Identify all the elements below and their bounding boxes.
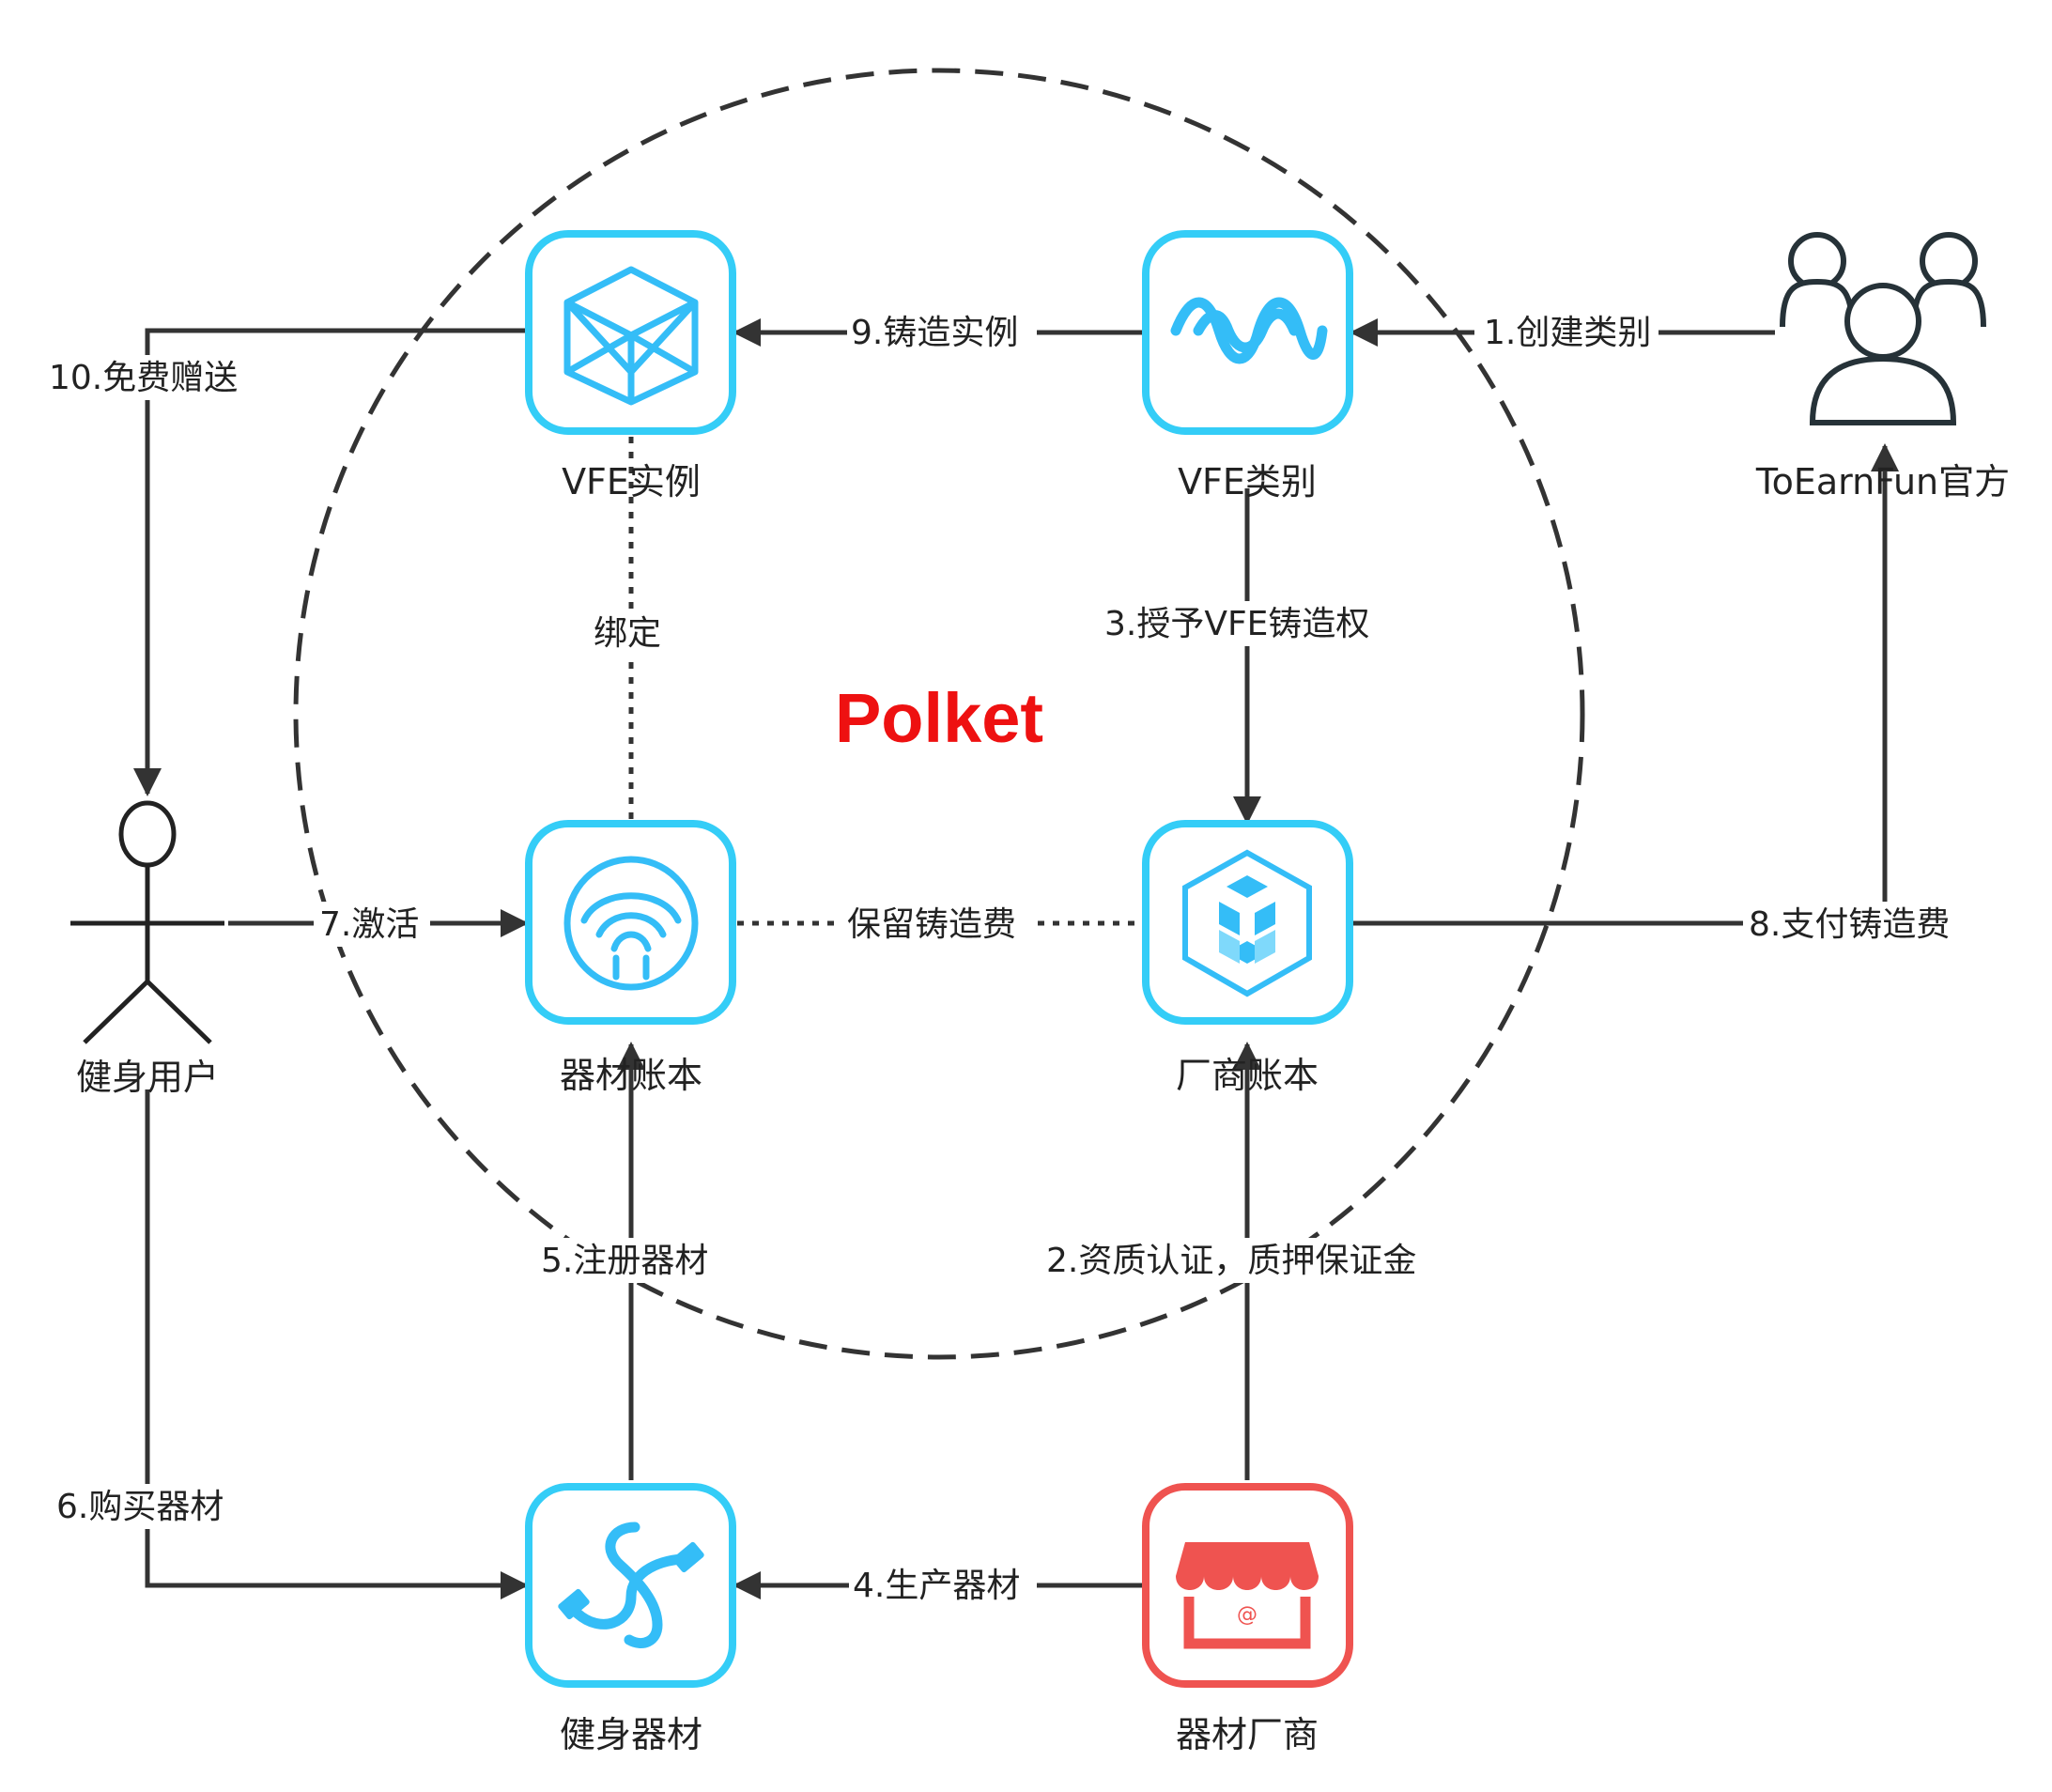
store-icon: @ <box>1176 1542 1319 1649</box>
caption-vfe-category: VFE类别 <box>1178 461 1317 502</box>
stick-figure-icon <box>70 800 224 1044</box>
wave-icon <box>1170 297 1328 364</box>
caption-vfe-instance: VFE实例 <box>562 461 701 502</box>
cable-icon <box>558 1522 704 1648</box>
caption-fitness-user: 健身用户 <box>76 1057 219 1098</box>
edge-pay-mint-fee <box>1352 443 1899 926</box>
polket-boundary <box>293 68 1585 1360</box>
caption-vendor-ledger: 厂商账本 <box>1176 1055 1319 1096</box>
node-fitness-user[interactable] <box>70 800 224 1044</box>
label-e7: 7.激活 <box>319 905 419 944</box>
label-e9: 9.铸造实例 <box>851 314 1018 352</box>
edge-buy-equipment <box>145 1089 529 1599</box>
node-equipment-ledger[interactable] <box>525 820 736 1025</box>
label-e10: 10.免费赠送 <box>49 359 238 397</box>
edges <box>133 318 1899 1599</box>
user-group-icon <box>1780 232 1986 425</box>
label-e5: 5.注册器材 <box>541 1242 708 1280</box>
label-e2: 2.资质认证，质押保证金 <box>1046 1242 1416 1280</box>
label-e6: 6.购买器材 <box>56 1488 224 1526</box>
node-fitness-equipment[interactable] <box>525 1483 736 1688</box>
node-vendor-ledger[interactable] <box>1142 820 1353 1025</box>
wifi-headphone-icon <box>563 856 699 991</box>
edge-free-gift <box>133 328 526 796</box>
edge-labels: 1.创建类别 9.铸造实例 10.免费赠送 3.授予VFE铸造权 8.支付铸造费… <box>47 310 1968 1608</box>
blocks-icon <box>1182 849 1312 997</box>
caption-fitness-equipment: 健身器材 <box>560 1714 702 1755</box>
label-bind: 绑定 <box>594 614 661 653</box>
node-equipment-vendor[interactable]: @ <box>1142 1483 1353 1688</box>
node-official[interactable] <box>1780 232 1986 425</box>
svg-text:@: @ <box>1237 1603 1257 1627</box>
label-e1: 1.创建类别 <box>1484 314 1651 352</box>
node-vfe-instance[interactable] <box>525 230 736 435</box>
label-e8: 8.支付铸造费 <box>1749 905 1950 944</box>
caption-equipment-vendor: 器材厂商 <box>1176 1714 1319 1755</box>
label-reserve: 保留铸造费 <box>847 905 1016 944</box>
caption-equipment-ledger: 器材账本 <box>560 1055 702 1096</box>
label-e3: 3.授予VFE铸造权 <box>1104 605 1369 643</box>
label-e4: 4.生产器材 <box>853 1567 1020 1605</box>
cube-icon <box>563 266 699 406</box>
diagram-title: Polket <box>835 679 1043 757</box>
node-vfe-category[interactable] <box>1142 230 1353 435</box>
caption-official: ToEarnFun官方 <box>1755 461 2010 502</box>
